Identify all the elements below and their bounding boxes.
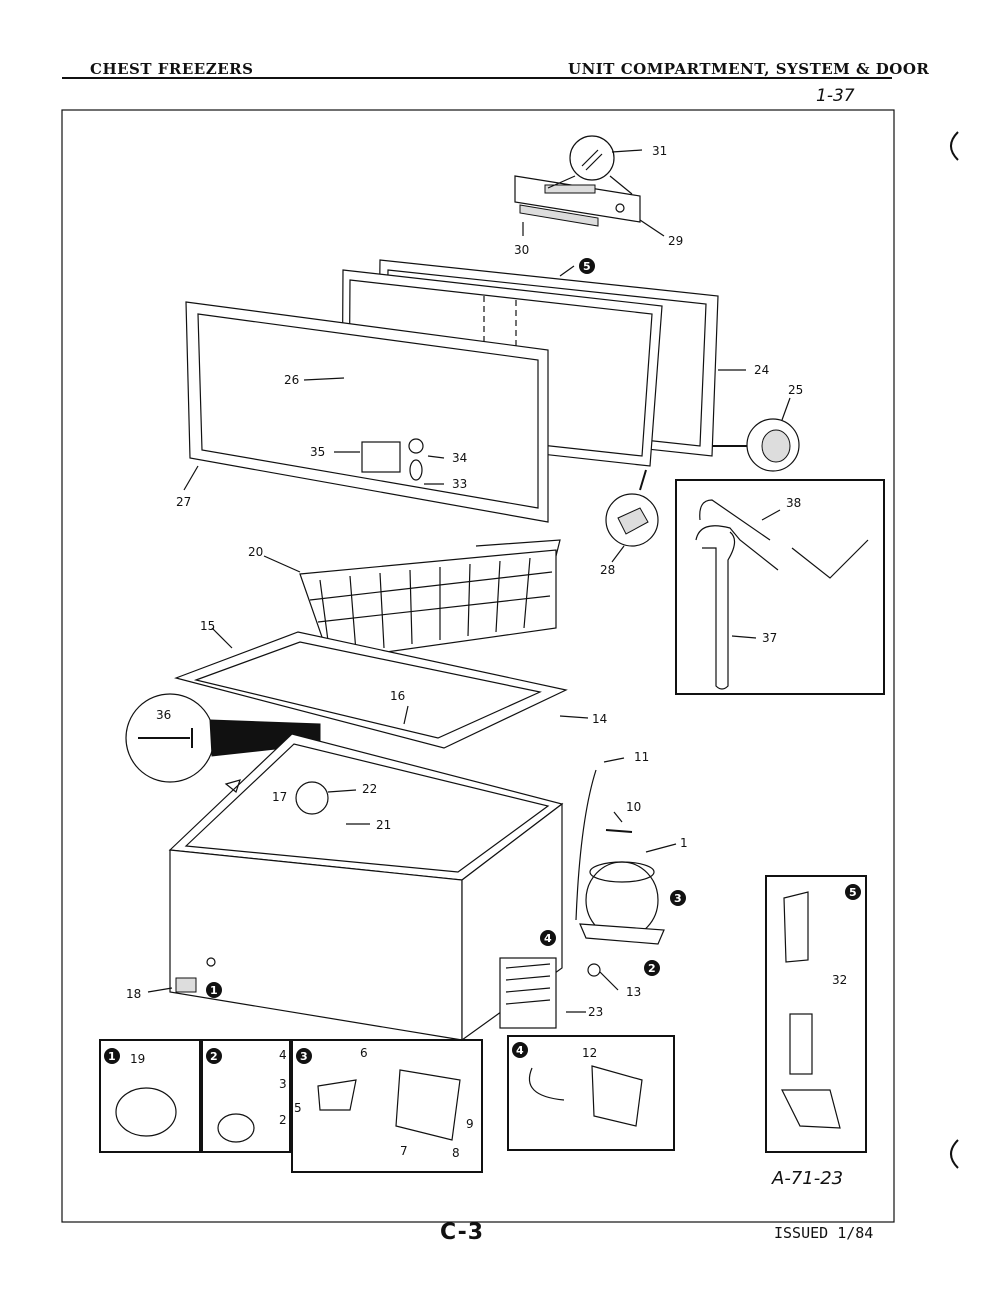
inset-group-4: [507, 1035, 675, 1151]
relay-part: [317, 1079, 357, 1111]
wire-basket-part: [299, 539, 561, 661]
callout-34: 34: [452, 451, 467, 465]
tube-part: [605, 829, 633, 833]
group-marker-1-inset: 1: [108, 1050, 116, 1063]
page-id: C-3: [440, 1220, 485, 1245]
defrost-switch-part: [591, 1065, 643, 1127]
callout-38: 38: [786, 496, 801, 510]
handwritten-page-ref: 1-37: [816, 86, 855, 106]
callout-3: 3: [279, 1077, 287, 1091]
power-cord-part: [575, 769, 597, 921]
callout-35: 35: [310, 445, 325, 459]
header-right-title: UNIT COMPARTMENT, SYSTEM & DOOR: [568, 60, 930, 78]
callout-24: 24: [754, 363, 769, 377]
group-marker-5-inset: 5: [849, 886, 857, 899]
callout-7: 7: [400, 1144, 408, 1158]
margin-hole-bottom: [950, 1139, 959, 1169]
leader-lines: [147, 149, 791, 1013]
callout-1: 1: [680, 836, 688, 850]
callout-6: 6: [360, 1046, 368, 1060]
drain-tool-inset: [675, 479, 885, 695]
callout-37: 37: [762, 631, 777, 645]
callout-12: 12: [582, 1046, 597, 1060]
group-marker-2-compressor: 2: [648, 962, 656, 975]
callout-28: 28: [600, 563, 615, 577]
callout-30: 30: [514, 243, 529, 257]
callout-17: 17: [272, 790, 287, 804]
inset-group-3: [291, 1039, 483, 1173]
group-marker-5-top: 5: [583, 260, 591, 273]
terminal-cover-part: [395, 1069, 461, 1141]
drain-hose-part: [115, 1087, 177, 1137]
callout-8: 8: [452, 1146, 460, 1160]
callout-21: 21: [376, 818, 391, 832]
callout-4: 4: [279, 1048, 287, 1062]
callout-9: 9: [466, 1117, 474, 1131]
issued-date: ISSUED 1/84: [774, 1224, 874, 1242]
callout-11: 11: [634, 750, 649, 764]
group-marker-1-cabinet: 1: [210, 984, 218, 997]
callout-22: 22: [362, 782, 377, 796]
callout-25: 25: [788, 383, 803, 397]
thermostat-knob-part: [295, 781, 329, 815]
callout-13: 13: [626, 985, 641, 999]
callout-2: 2: [279, 1113, 287, 1127]
callout-20: 20: [248, 545, 263, 559]
diagram-border: [61, 109, 895, 1223]
group-marker-4-cabinet: 4: [544, 932, 552, 945]
control-panel-part: [514, 135, 641, 227]
relay-cover-part: [499, 957, 557, 1029]
callout-18: 18: [126, 987, 141, 1001]
panel-label-strip: [519, 204, 599, 227]
lid-gasket-part: [185, 301, 549, 523]
switch-cover-part: [361, 441, 401, 473]
callout-19: 19: [130, 1052, 145, 1066]
callout-36: 36: [156, 708, 171, 722]
callout-10: 10: [626, 800, 641, 814]
callout-5: 5: [294, 1101, 302, 1115]
callout-33: 33: [452, 477, 467, 491]
callout-27: 27: [176, 495, 191, 509]
inset-group-2: [201, 1039, 291, 1153]
header-left-title: CHEST FREEZERS: [90, 60, 254, 78]
callout-26: 26: [284, 373, 299, 387]
compressor-part: [579, 861, 665, 945]
callout-23: 23: [588, 1005, 603, 1019]
group-marker-4-inset: 4: [516, 1044, 524, 1057]
group-marker-2-inset: 2: [210, 1050, 218, 1063]
lock-assembly-inset: [765, 875, 867, 1153]
light-lens-magnifier: [569, 135, 615, 181]
lamp-bulb-part: [409, 459, 423, 481]
breaker-strip-part: [174, 631, 568, 749]
margin-hole-top: [950, 131, 959, 161]
callout-29: 29: [668, 234, 683, 248]
group-marker-3-compressor: 3: [674, 892, 682, 905]
group-marker-3-inset: 3: [300, 1050, 308, 1063]
inset-group-1: [99, 1039, 201, 1153]
lamp-socket-part: [408, 438, 424, 454]
callouts: 1 2 3 4 5 6 7 8 9 10 11 12 13 14 15 16 1…: [126, 144, 847, 1160]
callout-15: 15: [200, 619, 215, 633]
header-rule: [62, 77, 892, 79]
callout-31: 31: [652, 144, 667, 158]
callout-14: 14: [592, 712, 607, 726]
drain-plug-part: [217, 1113, 255, 1143]
drawing-number: A-71-23: [772, 1168, 844, 1189]
foot-part: [175, 977, 197, 993]
group-markers: 5 1 2 3 4 5 1 2 3 4: [104, 258, 861, 1064]
callout-32: 32: [832, 973, 847, 987]
callout-16: 16: [390, 689, 405, 703]
